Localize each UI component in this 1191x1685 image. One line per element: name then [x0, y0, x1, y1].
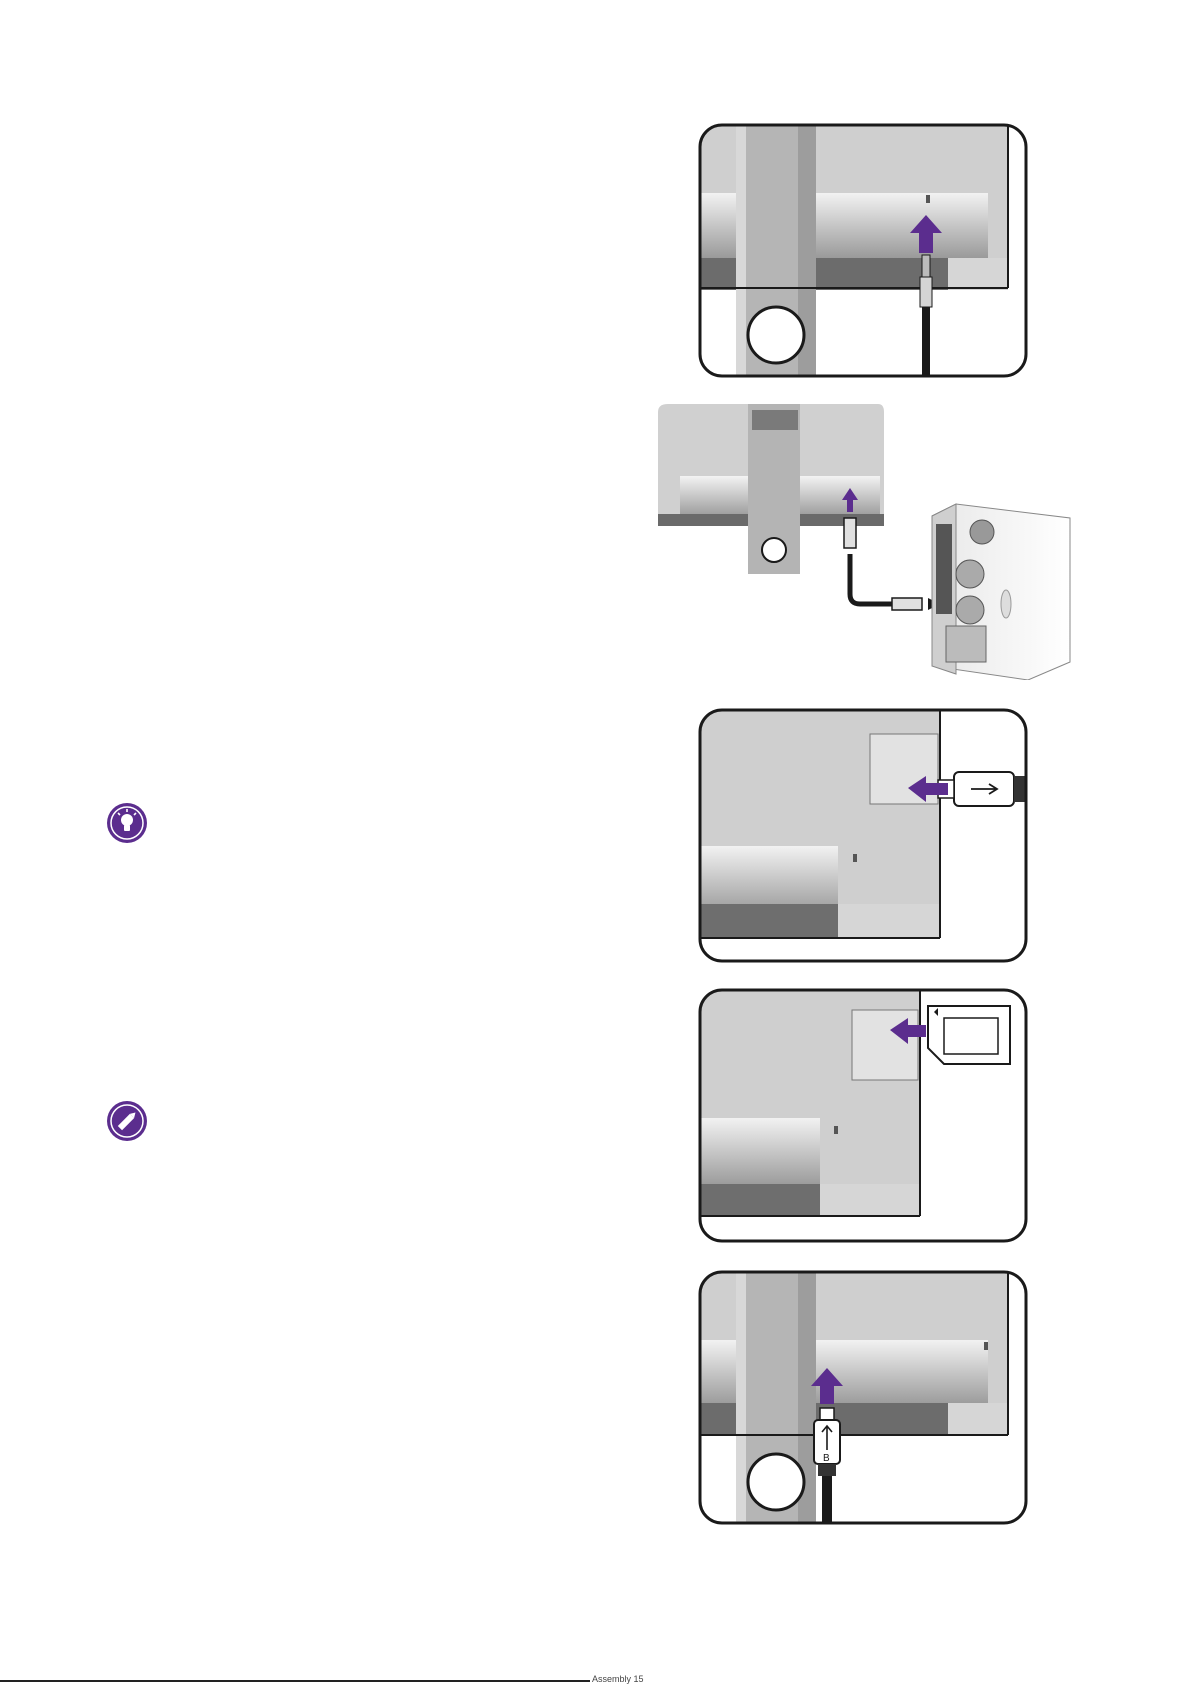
lightbulb-icon	[106, 802, 148, 844]
pencil-icon	[106, 1100, 148, 1142]
connector-label: B	[823, 1453, 830, 1464]
audio-jack-illustration	[698, 123, 1028, 378]
footer-page-label: Assembly 15	[592, 1674, 644, 1684]
usb-b-upstream-illustration: B	[698, 1270, 1028, 1525]
usb-downstream-illustration	[698, 708, 1028, 963]
footer-rule	[0, 1680, 590, 1682]
sd-card-illustration	[698, 988, 1028, 1243]
usb-upstream-to-pc-illustration	[656, 404, 1071, 680]
